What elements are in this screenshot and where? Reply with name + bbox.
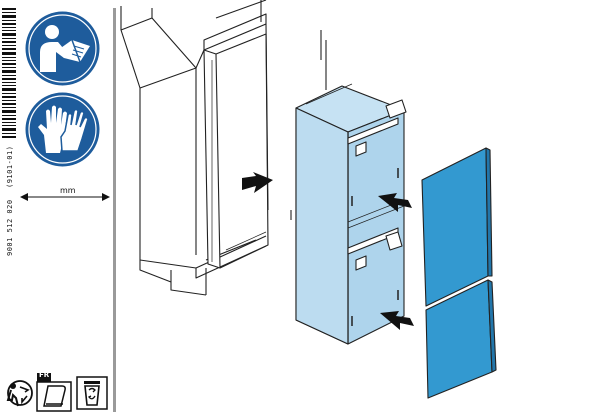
insert-arrow <box>242 172 273 193</box>
paper-icon <box>36 373 72 412</box>
barcode <box>2 8 16 138</box>
waste-bin-icon <box>76 376 108 410</box>
installation-scene <box>120 0 497 399</box>
fridge-appliance <box>295 83 407 345</box>
recycling-icon <box>6 380 33 407</box>
document-revision: (9101-01) <box>6 145 14 188</box>
language-badge: FR <box>39 371 50 379</box>
door-arrow-upper <box>378 193 412 212</box>
wear-gloves-icon <box>25 92 100 167</box>
dimension-indicator: mm <box>20 186 110 206</box>
door-arrow-lower <box>380 311 414 330</box>
cabinet-door <box>203 33 269 269</box>
disposal-icons: FR <box>4 371 110 414</box>
read-manual-icon <box>25 11 100 86</box>
sidebar: (9101-01) 9001 512 020 mm <box>0 0 113 420</box>
sidebar-divider <box>113 8 116 412</box>
furniture-door-panel <box>421 147 497 399</box>
kitchen-cabinet <box>120 0 327 296</box>
dimension-unit: mm <box>58 186 78 195</box>
document-code: 9001 512 020 <box>6 199 14 256</box>
